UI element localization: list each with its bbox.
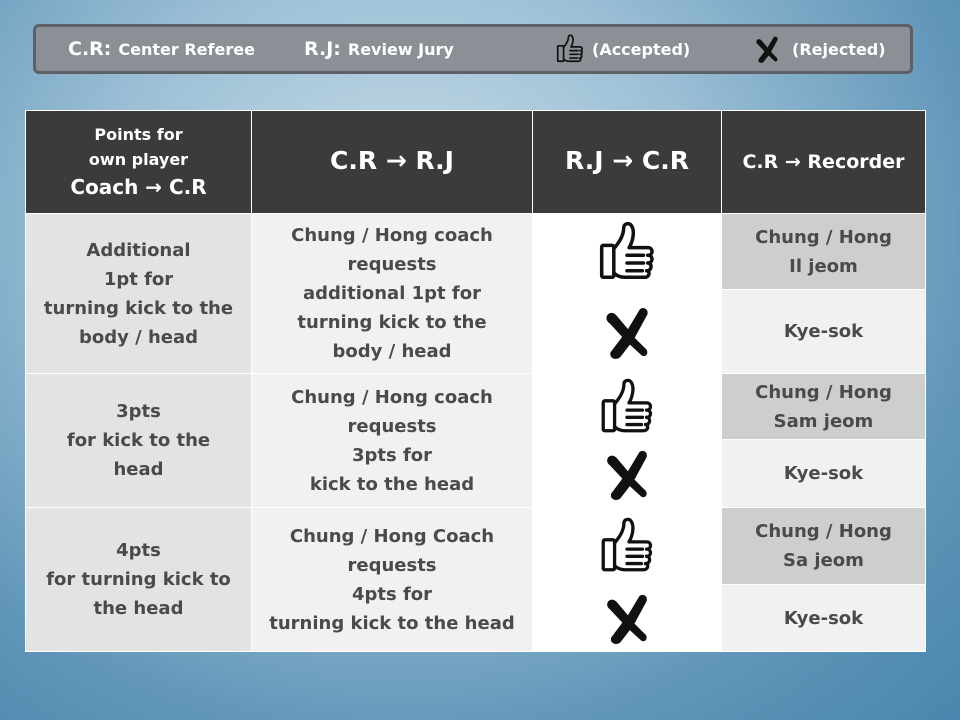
legend-cr-desc: Center Referee [118, 39, 255, 59]
rejected-result-cell: Kye-sok [721, 289, 926, 374]
header-points-for-own-player: Points for own player Coach → C.R [25, 110, 252, 214]
accepted-cell [532, 373, 722, 440]
header-cr-to-rj: C.R → R.J [251, 110, 533, 214]
table-row: Kye-sok [26, 584, 926, 652]
legend-rj-abbr: R.J: [304, 38, 341, 60]
cross-mark-icon [599, 444, 655, 504]
legend-accepted-label: (Accepted) [592, 39, 691, 59]
thumbs-up-icon [596, 376, 658, 438]
cross-mark-icon [752, 34, 782, 64]
accepted-cell [532, 213, 722, 290]
rejected-result-cell: Kye-sok [721, 439, 926, 508]
legend-rejected: (Rejected) [752, 27, 886, 71]
rejected-result-cell: Kye-sok [721, 584, 926, 652]
rejected-cell [532, 289, 722, 374]
thumbs-up-icon [594, 219, 660, 285]
legend-cr-abbr: C.R: [68, 38, 112, 60]
rejected-cell [532, 439, 722, 508]
thumbs-up-icon [554, 33, 586, 65]
legend-accepted: (Accepted) [554, 27, 690, 71]
thumbs-up-icon [596, 515, 658, 577]
header-cr-to-recorder: C.R → Recorder [721, 110, 926, 214]
legend-rejected-label: (Rejected) [792, 39, 886, 59]
header-row: Points for own player Coach → C.R C.R → … [25, 110, 926, 214]
instant-video-replay-table: Points for own player Coach → C.R C.R → … [25, 110, 926, 652]
accepted-cell [532, 507, 722, 585]
rejected-cell [532, 584, 722, 652]
legend-rj-desc: Review Jury [347, 39, 454, 59]
header-rj-to-cr: R.J → C.R [532, 110, 722, 214]
cross-mark-icon [599, 588, 655, 648]
table-row: Kye-sok [26, 439, 926, 508]
cross-mark-icon [598, 301, 656, 363]
legend-center-referee: C.R: Center Referee [68, 27, 255, 71]
legend-review-jury: R.J: Review Jury [304, 27, 454, 71]
legend-bar: C.R: Center Referee R.J: Review Jury (Ac… [33, 24, 913, 74]
